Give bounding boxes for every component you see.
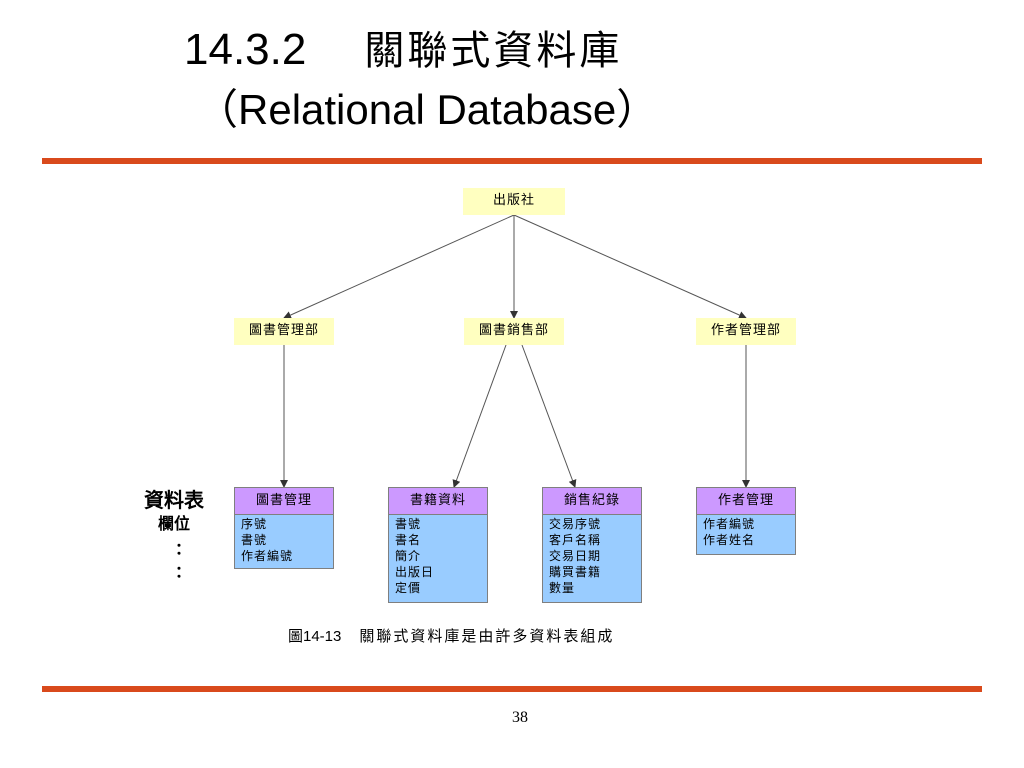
- legend-table-label: 資料表: [144, 488, 204, 512]
- table-fields: 序號 書號 作者編號: [235, 515, 333, 564]
- table-book-data: 書籍資料 書號 書名 簡介 出版日 定價: [388, 487, 488, 603]
- dept-node-label: 作者管理部: [710, 323, 781, 338]
- table-field: 交易日期: [549, 549, 602, 563]
- dept-node-book-sales: 圖書銷售部: [464, 318, 564, 345]
- edge-book-sales-to-book-data: [452, 344, 507, 488]
- table-field: 書名: [395, 533, 422, 547]
- table-author-management: 作者管理 作者編號 作者姓名: [696, 487, 796, 555]
- slide-title: 14.3.2 關聯式資料庫: [184, 24, 622, 77]
- table-field: 數量: [549, 581, 576, 595]
- table-header: 銷售紀錄: [543, 488, 641, 515]
- dept-node-author-management: 作者管理部: [696, 318, 796, 345]
- legend-field-label: 欄位: [158, 514, 191, 533]
- table-field: 交易序號: [549, 517, 602, 531]
- table-header: 圖書管理: [235, 488, 333, 515]
- root-node-publisher: 出版社: [463, 188, 565, 215]
- table-field: 作者編號: [241, 549, 294, 563]
- table-field: 書號: [241, 533, 268, 547]
- section-title-chinese: 關聯式資料庫: [364, 28, 623, 74]
- bottom-divider: [42, 686, 982, 692]
- figure-caption: 圖14-13 關聯式資料庫是由許多資料表組成: [288, 626, 614, 647]
- edge-book-sales-to-sales-record: [521, 344, 577, 488]
- table-field: 客戶名稱: [549, 533, 602, 547]
- table-field: 定價: [395, 581, 422, 595]
- legend-ellipsis-dots: ：: [175, 539, 192, 558]
- table-field: 作者編號: [703, 517, 756, 531]
- dept-node-label: 圖書銷售部: [478, 323, 549, 338]
- section-title-english: （Relational Database）: [196, 86, 659, 133]
- table-field: 簡介: [395, 549, 422, 563]
- root-node-label: 出版社: [492, 193, 535, 208]
- edge-root-to-book-management: [283, 214, 515, 319]
- top-divider: [42, 158, 982, 164]
- page-number: 38: [512, 709, 528, 726]
- edge-root-to-author-management: [513, 214, 747, 319]
- dept-node-label: 圖書管理部: [248, 323, 319, 338]
- figure-caption-text: 關聯式資料庫是由許多資料表組成: [359, 627, 615, 645]
- dept-node-book-management: 圖書管理部: [234, 318, 334, 345]
- table-header: 書籍資料: [389, 488, 487, 515]
- table-book-management: 圖書管理 序號 書號 作者編號: [234, 487, 334, 569]
- legend-ellipsis-dots: ：: [175, 562, 192, 581]
- section-number: 14.3.2: [184, 25, 307, 74]
- table-field: 作者姓名: [703, 533, 756, 547]
- table-fields: 作者編號 作者姓名: [697, 515, 795, 548]
- table-field: 出版日: [395, 565, 435, 579]
- table-fields: 書號 書名 簡介 出版日 定價: [389, 515, 487, 596]
- table-fields: 交易序號 客戶名稱 交易日期 購買書籍 數量: [543, 515, 641, 596]
- table-field: 購買書籍: [549, 565, 602, 579]
- figure-number: 圖14-13: [288, 628, 342, 645]
- table-field: 書號: [395, 517, 422, 531]
- table-header: 作者管理: [697, 488, 795, 515]
- table-field: 序號: [241, 517, 268, 531]
- table-sales-record: 銷售紀錄 交易序號 客戶名稱 交易日期 購買書籍 數量: [542, 487, 642, 603]
